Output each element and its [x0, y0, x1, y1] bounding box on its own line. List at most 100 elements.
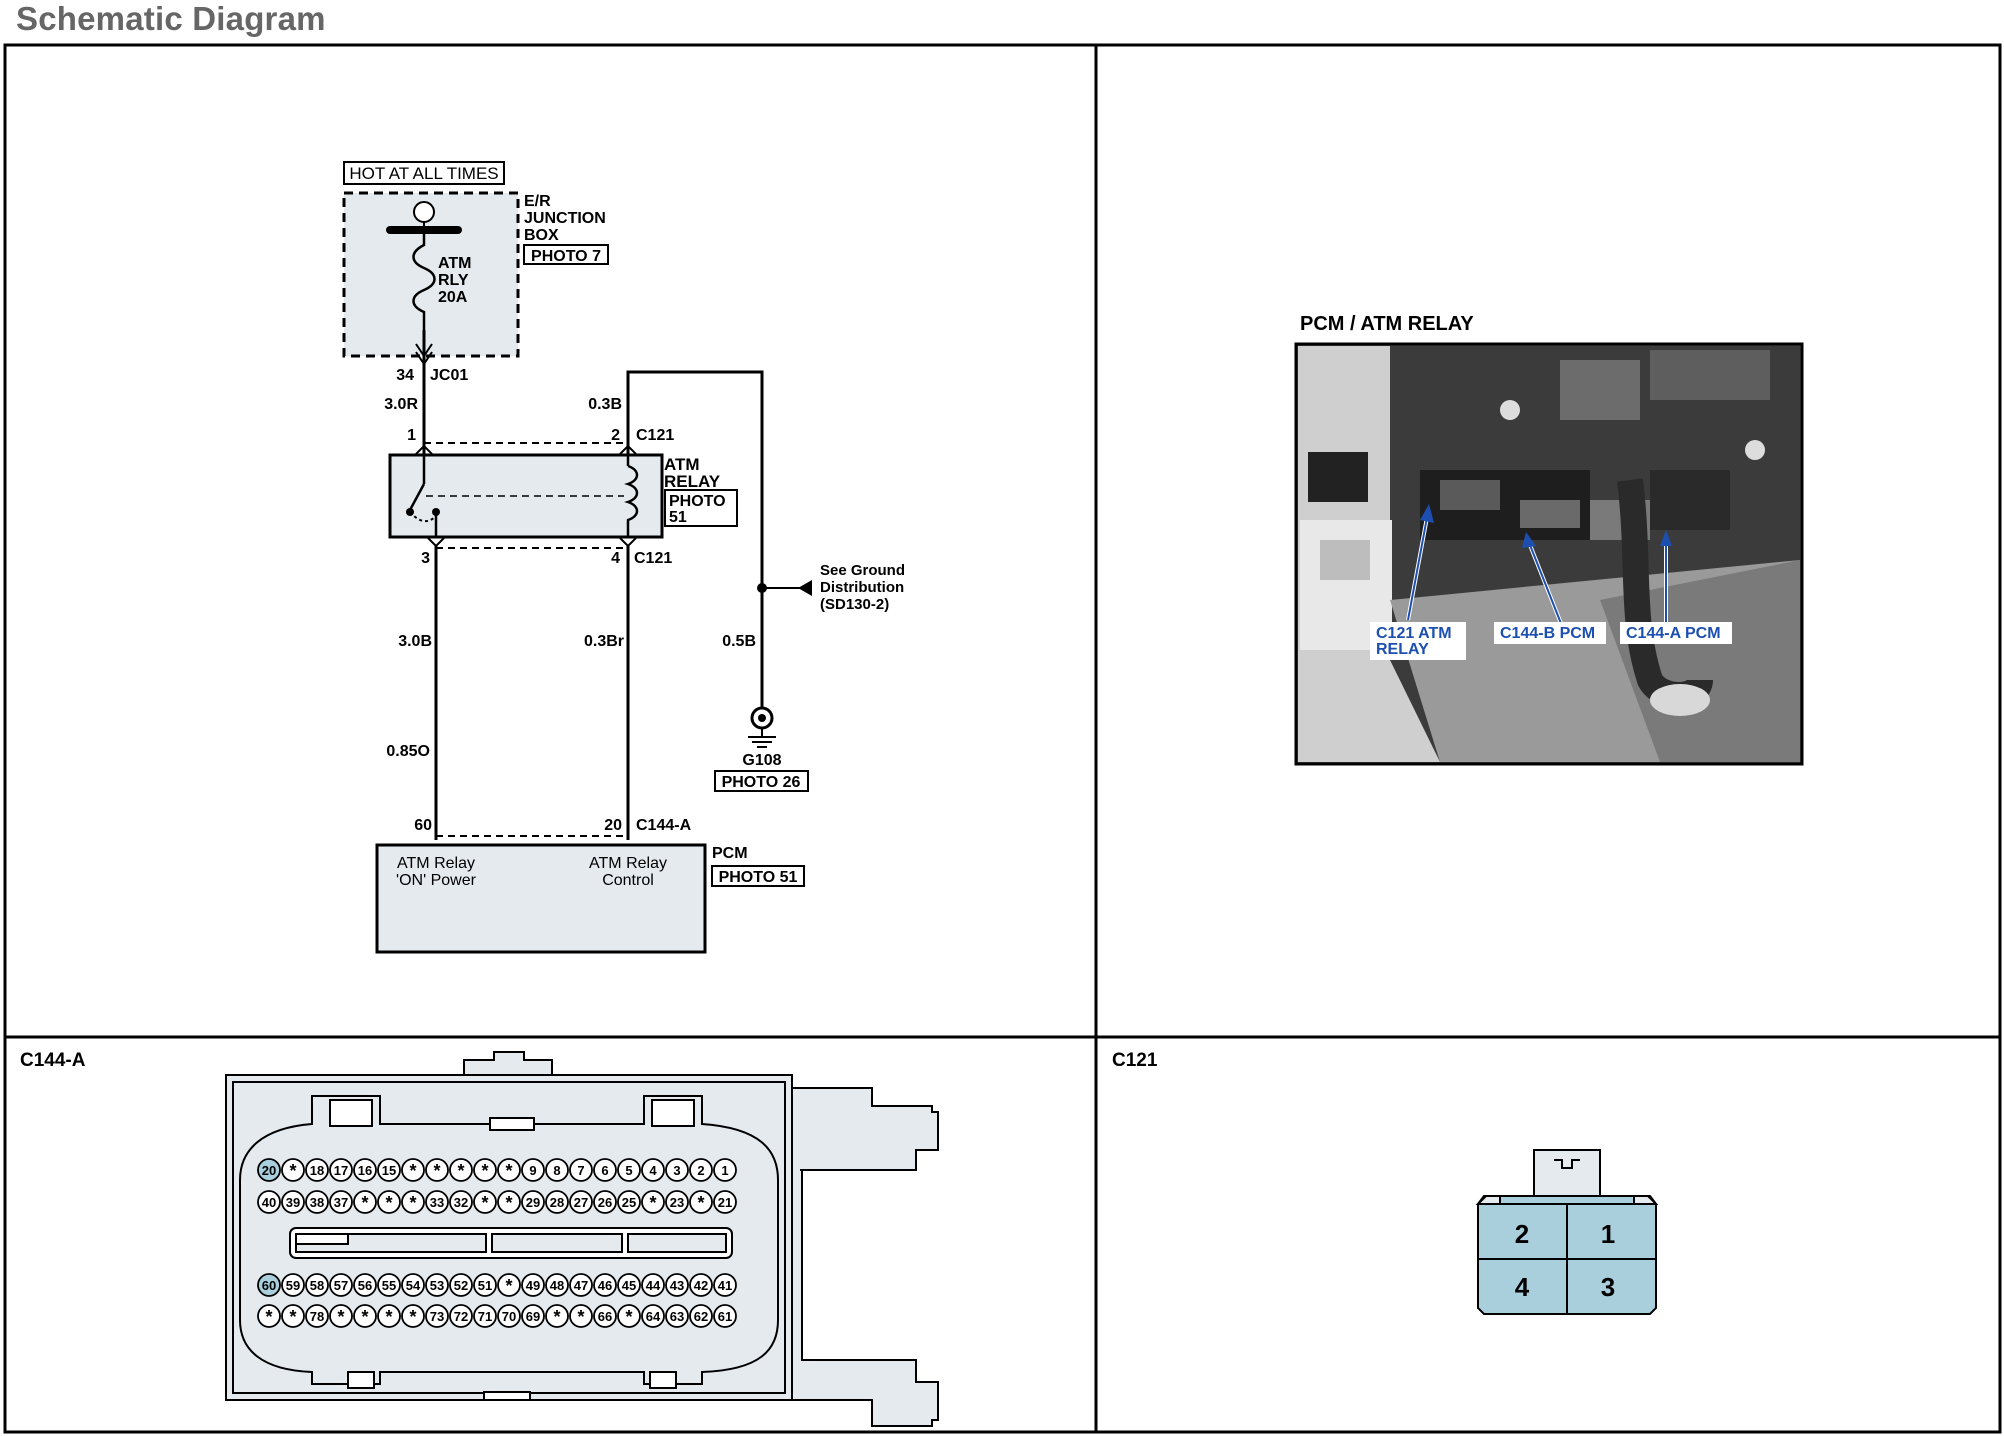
c144a-pin-label: 39	[286, 1195, 300, 1210]
c144a-pin-circle	[593, 1158, 617, 1182]
c144a-pin-circle	[593, 1190, 617, 1214]
hot-label-box	[343, 161, 505, 185]
c144a-pin-circle	[401, 1190, 425, 1214]
pcm-label: PCM	[712, 845, 748, 862]
relay-photo-2: 51	[669, 509, 687, 526]
c144a-pin-circle	[305, 1190, 329, 1214]
c144a-pin-label: 41	[718, 1278, 732, 1293]
ground-note-3: (SD130-2)	[820, 596, 889, 613]
c144a-pin-circle	[353, 1158, 377, 1182]
c144a-pin-circle	[593, 1273, 617, 1297]
c144a-pin-circle	[521, 1273, 545, 1297]
c144a-pin-label: 8	[553, 1163, 560, 1178]
c121-housing	[1475, 1149, 1659, 1315]
c144a-pin-label: 7	[577, 1163, 584, 1178]
c144a-pin-label: *	[553, 1307, 560, 1327]
c144a-pin-label: 3	[673, 1163, 680, 1178]
pcm-photo-box	[711, 865, 805, 887]
c144a-pin-label: *	[265, 1307, 272, 1327]
c144a-pin-label: 69	[526, 1309, 540, 1324]
ground-icon	[748, 706, 776, 748]
c144a-pin-circle	[617, 1304, 641, 1328]
pcm-func1-line1: ATM Relay	[397, 855, 475, 872]
c144a-pin-circle	[377, 1190, 401, 1214]
callout-3-line1: C144-A PCM	[1626, 625, 1721, 642]
pcm-func2-line2: Control	[602, 872, 654, 889]
c144a-pin-label: *	[409, 1193, 416, 1213]
c144a-pin-circle	[569, 1190, 593, 1214]
c144a-pin-circle	[545, 1190, 569, 1214]
c144a-pin-circle	[281, 1304, 305, 1328]
c144a-pin-circle	[521, 1190, 545, 1214]
c121-pin-3: 3	[1601, 1272, 1615, 1302]
c144a-pin-circle	[641, 1304, 665, 1328]
c144a-pin-label: 29	[526, 1195, 540, 1210]
c144a-pin-label: 55	[382, 1278, 396, 1293]
junction-box-label-1: E/R	[524, 193, 551, 210]
wire-30B-label: 3.0B	[398, 633, 432, 650]
c144a-pin-label: *	[481, 1193, 488, 1213]
c144a-pin-circle	[281, 1158, 305, 1182]
c144a-pin-circle	[617, 1190, 641, 1214]
c144a-pin-label: *	[649, 1193, 656, 1213]
c144a-pin-circle	[401, 1304, 425, 1328]
c121-label: C121	[1112, 1050, 1158, 1071]
c144a-pin-label: 60	[262, 1278, 276, 1293]
c144a-pin-label: 40	[262, 1195, 276, 1210]
c144a-pin-circle	[473, 1158, 497, 1182]
c144a-pin-circle	[641, 1190, 665, 1214]
c144a-pin-label: *	[409, 1161, 416, 1181]
power-source-icon	[413, 201, 435, 223]
c144a-pin-label: 63	[670, 1309, 684, 1324]
c144a-pin-circle	[281, 1273, 305, 1297]
c144a-pin-label: 1	[721, 1163, 728, 1178]
c144a-pin-label: 38	[310, 1195, 324, 1210]
pcm-photo: PHOTO 51	[719, 869, 798, 886]
c144a-pin-circle	[329, 1304, 353, 1328]
c144a-pin-label: 27	[574, 1195, 588, 1210]
c144a-pin-label: 32	[454, 1195, 468, 1210]
c144a-pin-label: *	[505, 1161, 512, 1181]
c144a-pin-circle	[713, 1190, 737, 1214]
c121-pin-1: 1	[1601, 1219, 1615, 1249]
c144a-pin-label: 9	[529, 1163, 536, 1178]
c144a-pin-circle	[497, 1273, 521, 1297]
photo-panel-title: PCM / ATM RELAY	[1300, 313, 1474, 335]
c144a-pin-label: 61	[718, 1309, 732, 1324]
c144a-pin-label: 16	[358, 1163, 372, 1178]
c144a-pin-circle	[497, 1304, 521, 1328]
jc-pin: 34	[396, 367, 414, 384]
hot-label: HOT AT ALL TIMES	[349, 164, 498, 183]
c121-bottom-label: C121	[634, 550, 672, 567]
c144a-pin-label: *	[481, 1161, 488, 1181]
c144a-pin-label: 48	[550, 1278, 564, 1293]
relay-pin-1: 1	[407, 427, 416, 444]
c144a-pin-circle	[425, 1158, 449, 1182]
wire-03B-label-top: 0.3B	[588, 396, 622, 413]
c144a-pin-circle	[377, 1304, 401, 1328]
c144a-pin-circle	[425, 1304, 449, 1328]
c144a-pin-circle	[449, 1158, 473, 1182]
c144a-pin-label: *	[409, 1307, 416, 1327]
c144a-pin-circle	[665, 1190, 689, 1214]
relay-label-1: ATM	[664, 455, 700, 474]
c144a-pin-label: *	[337, 1307, 344, 1327]
c144a-pin-label: *	[289, 1161, 296, 1181]
c144a-pin-circle	[329, 1273, 353, 1297]
c144a-pin-label: *	[361, 1193, 368, 1213]
c144a-pin-circle	[473, 1190, 497, 1214]
c144a-pin-label: 18	[310, 1163, 324, 1178]
c144a-pin-circle	[329, 1190, 353, 1214]
c144a-pin-circle	[257, 1190, 281, 1214]
c144a-pin-circle	[545, 1273, 569, 1297]
c144a-pin-label: 33	[430, 1195, 444, 1210]
c144a-pin-label: *	[433, 1161, 440, 1181]
fuse-icon	[412, 230, 436, 330]
ground-id: G108	[742, 752, 781, 769]
junction-box-photo-box	[523, 244, 609, 265]
c144a-pin-circle	[665, 1158, 689, 1182]
c144a-pin-circle	[641, 1158, 665, 1182]
wire-03B-top	[626, 370, 764, 588]
panel-frame	[3, 43, 2002, 1434]
